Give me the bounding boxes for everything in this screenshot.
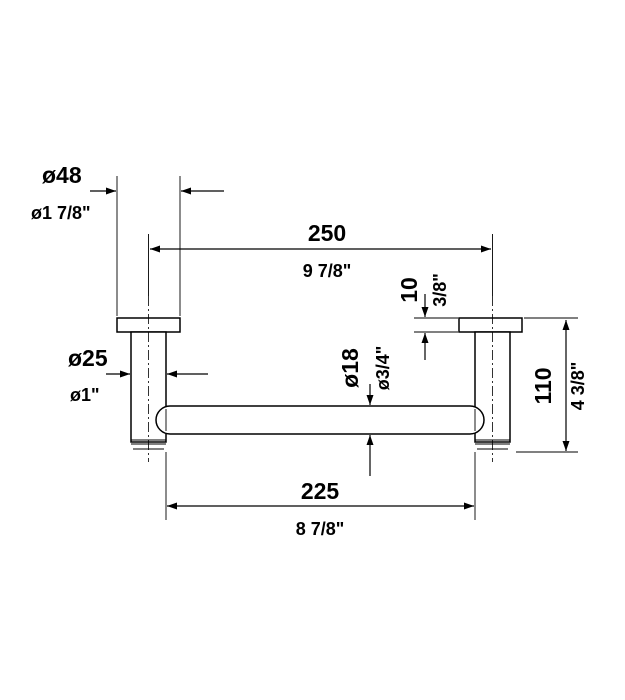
flange-diameter-inch: ø1 7/8" <box>31 203 91 223</box>
bar-diameter-inch: ø3/4" <box>373 346 393 391</box>
bar-diameter-mm: ø18 <box>337 348 363 388</box>
post-diameter-inch: ø1" <box>70 385 100 405</box>
projection-inch: 4 3/8" <box>568 362 588 411</box>
inner-width-inch: 8 7/8" <box>296 519 345 539</box>
flange-thickness-inch: 3/8" <box>430 273 450 307</box>
inner-width-mm: 225 <box>301 478 340 504</box>
overall-width-inch: 9 7/8" <box>303 261 352 281</box>
dimension-lines <box>90 176 578 520</box>
overall-width-mm: 250 <box>308 220 346 246</box>
right-flange <box>458 317 523 333</box>
flange-diameter-mm: ø48 <box>42 162 82 188</box>
flange-thickness-mm: 10 <box>396 277 422 303</box>
post-diameter-mm: ø25 <box>68 345 108 371</box>
towel-rail-outline <box>116 296 523 462</box>
rail-bar <box>155 405 485 435</box>
projection-mm: 110 <box>530 367 556 404</box>
